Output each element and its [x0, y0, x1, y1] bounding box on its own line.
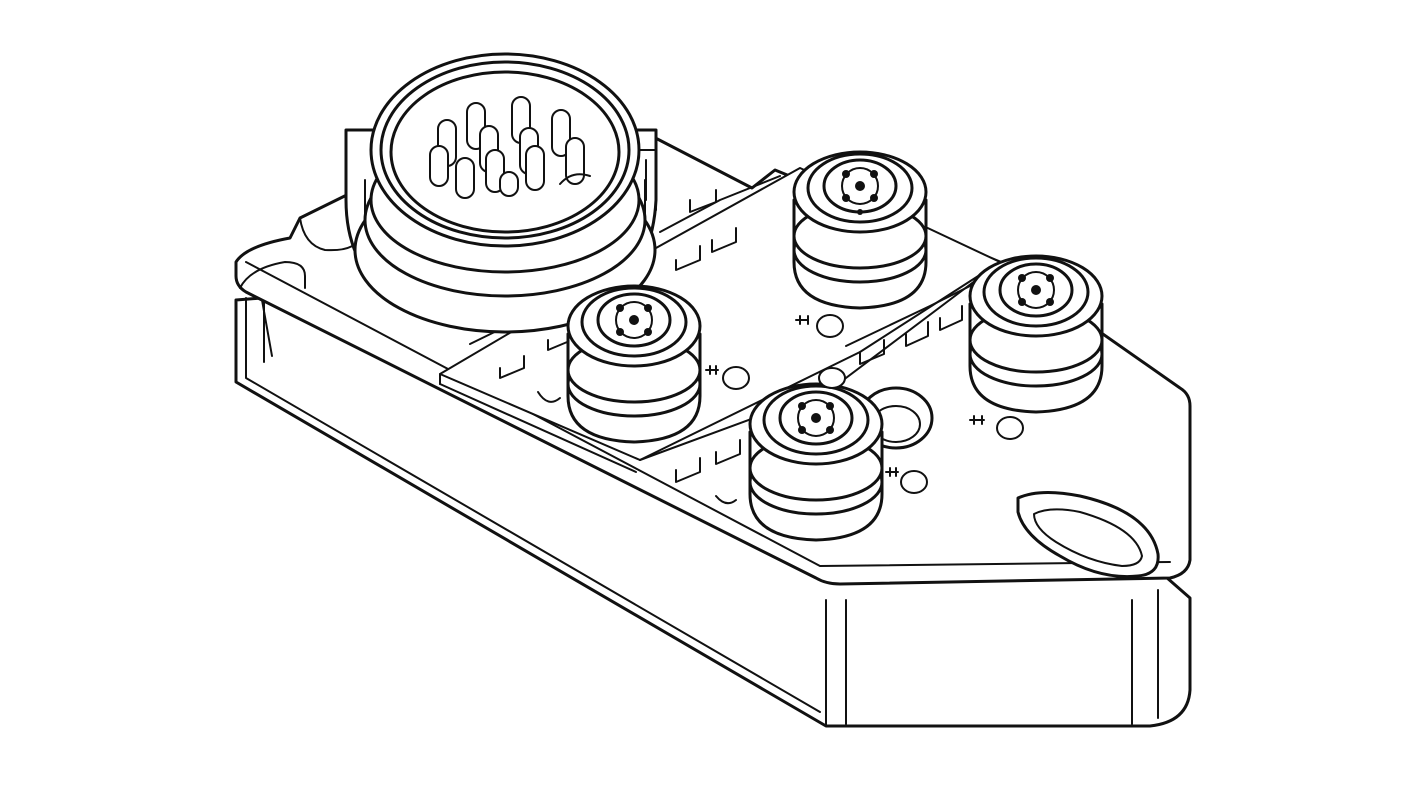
- latch-notch: [499, 355, 525, 379]
- connector-pins: [429, 96, 591, 199]
- latch-notch: [905, 321, 929, 347]
- latch-notch: [675, 457, 701, 483]
- center-status-led: [818, 367, 846, 389]
- status-led: [722, 366, 750, 390]
- multi-pin-male-connector: [344, 52, 658, 334]
- status-led: [900, 470, 928, 494]
- divider-rib: [845, 275, 991, 347]
- latch-notch: [689, 189, 717, 213]
- port-d: [715, 382, 928, 542]
- latch-notch: [939, 305, 963, 331]
- housing-top-edge: [245, 261, 1171, 567]
- divider-rib: [659, 175, 781, 233]
- housing-edge: [245, 297, 821, 713]
- status-led: [816, 314, 844, 338]
- left-mounting-ear: [261, 299, 273, 357]
- status-led: [996, 416, 1024, 440]
- latch-notch: [859, 339, 885, 365]
- latch-notch: [711, 227, 737, 253]
- port-c: [537, 284, 750, 444]
- center-cover-edge: [439, 383, 637, 473]
- port-b: [968, 254, 1104, 440]
- port-a: [792, 150, 928, 338]
- latch-notch: [715, 439, 741, 465]
- left-mounting-ear: [239, 261, 306, 289]
- latch-notch: [675, 245, 701, 271]
- mounting-slot: [1016, 491, 1160, 579]
